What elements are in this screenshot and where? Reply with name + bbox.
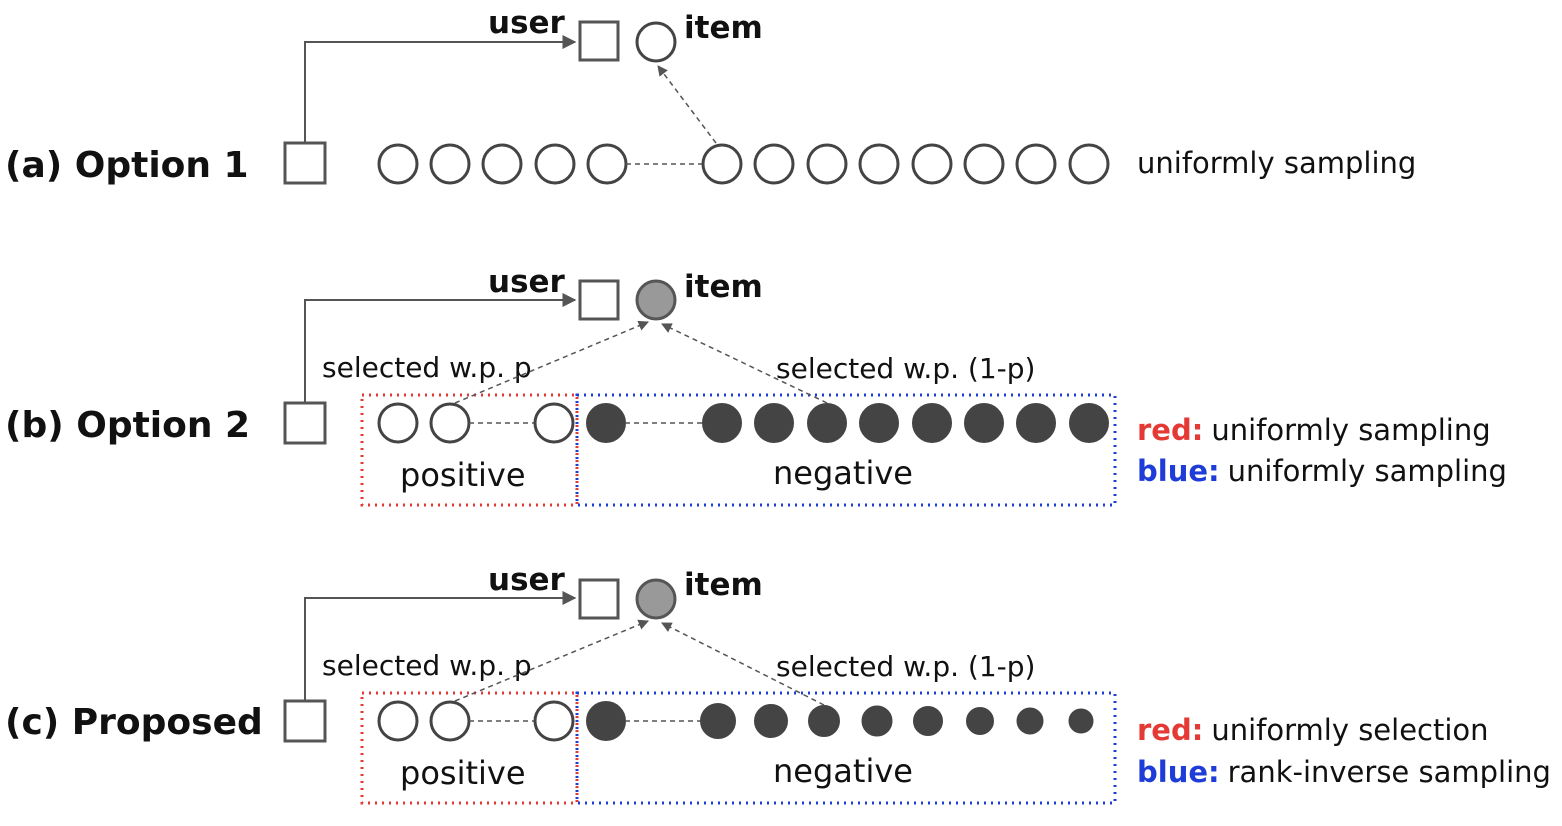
pos-sample-arrow-b xyxy=(454,320,649,404)
target-user-square-a xyxy=(578,20,620,62)
user-arrow-b xyxy=(304,293,577,403)
item-node xyxy=(377,143,419,185)
legend-blue-key-c: blue: xyxy=(1137,755,1220,789)
negative-box-c xyxy=(575,691,1117,805)
negative-node xyxy=(1069,403,1109,443)
negative-box-b xyxy=(575,393,1117,507)
row-b: (b) Option 2 user item selected w.p. p s… xyxy=(5,264,1507,507)
negative-node xyxy=(1016,707,1044,735)
positive-box-b xyxy=(360,393,579,507)
legend-red-b: red:uniformly sampling xyxy=(1137,413,1491,447)
negative-node xyxy=(754,403,794,443)
negative-label-c: negative xyxy=(773,752,913,790)
negative-node xyxy=(861,705,893,737)
user-arrow-a xyxy=(304,35,577,143)
item-node xyxy=(1015,143,1057,185)
legend-blue-key-b: blue: xyxy=(1137,454,1220,488)
legend-red-key-c: red: xyxy=(1137,713,1203,747)
item-node xyxy=(429,143,471,185)
negative-node xyxy=(700,703,736,739)
positive-items-b xyxy=(377,402,575,444)
negative-node xyxy=(912,403,952,443)
row-a-title: (a) Option 1 xyxy=(5,145,249,186)
item-label-b: item xyxy=(684,269,763,305)
item-node xyxy=(481,143,523,185)
selected-pos-label-b: selected w.p. p xyxy=(322,351,532,384)
item-label-a: item xyxy=(684,10,763,46)
positive-node xyxy=(377,402,419,444)
selected-pos-label-c: selected w.p. p xyxy=(322,649,532,682)
user-arrow-c xyxy=(304,591,577,701)
item-node xyxy=(586,143,628,185)
target-user-square-c xyxy=(578,578,620,620)
sample-arrow-a xyxy=(657,65,717,144)
negative-node xyxy=(1016,403,1056,443)
side-note-a: uniformly sampling xyxy=(1137,146,1416,180)
user-label-c: user xyxy=(488,562,566,598)
negative-node xyxy=(702,403,742,443)
neg-sample-arrow-b xyxy=(661,323,828,404)
positive-node xyxy=(533,402,575,444)
user-label-a: user xyxy=(488,5,566,41)
negative-node xyxy=(1068,708,1094,734)
positive-items-c xyxy=(377,700,575,742)
legend-blue-text-b: uniformly sampling xyxy=(1228,454,1507,488)
target-user-square-b xyxy=(578,279,620,321)
positive-node xyxy=(429,402,471,444)
target-item-circle-a xyxy=(635,21,677,63)
negative-node xyxy=(808,705,840,737)
row-c-title: (c) Proposed xyxy=(5,702,263,743)
neg-sample-arrow-c xyxy=(661,622,825,706)
legend-red-text-b: uniformly sampling xyxy=(1211,413,1490,447)
positive-label-c: positive xyxy=(400,754,526,792)
negative-node xyxy=(754,704,788,738)
item-node xyxy=(534,143,576,185)
positive-node xyxy=(377,700,419,742)
positive-node xyxy=(533,700,575,742)
legend-red-c: red:uniformly selection xyxy=(1137,713,1489,747)
negative-items-b xyxy=(586,403,1109,443)
negative-node xyxy=(964,403,1004,443)
negative-label-b: negative xyxy=(773,454,913,492)
user-square-c xyxy=(283,699,327,743)
positive-box-c xyxy=(360,691,579,805)
target-item-circle-c xyxy=(635,578,677,620)
item-circles-a xyxy=(377,143,1110,185)
row-c: (c) Proposed user item selected w.p. p s… xyxy=(5,562,1551,805)
item-node xyxy=(1068,143,1110,185)
target-item-circle-b xyxy=(635,279,677,321)
positive-node xyxy=(429,700,471,742)
row-a: (a) Option 1 user item uniformly samplin… xyxy=(5,5,1416,186)
user-label-b: user xyxy=(488,264,566,300)
negative-node xyxy=(859,403,899,443)
selected-neg-label-c: selected w.p. (1-p) xyxy=(776,650,1035,683)
legend-blue-text-c: rank-inverse sampling xyxy=(1228,755,1551,789)
legend-blue-c: blue:rank-inverse sampling xyxy=(1137,755,1551,789)
item-node xyxy=(911,143,953,185)
legend-red-key-b: red: xyxy=(1137,413,1203,447)
negative-node xyxy=(586,403,626,443)
item-node xyxy=(858,143,900,185)
pos-sample-arrow-c xyxy=(454,619,649,702)
negative-node xyxy=(807,403,847,443)
user-square-a xyxy=(283,141,327,185)
item-node xyxy=(753,143,795,185)
negative-items-c xyxy=(586,701,1094,741)
negative-node xyxy=(586,701,626,741)
item-label-c: item xyxy=(684,567,763,603)
legend-blue-b: blue:uniformly sampling xyxy=(1137,454,1507,488)
legend-red-text-c: uniformly selection xyxy=(1211,713,1488,747)
item-node xyxy=(701,143,743,185)
negative-node xyxy=(966,707,994,735)
item-node xyxy=(963,143,1005,185)
selected-neg-label-b: selected w.p. (1-p) xyxy=(776,352,1035,385)
positive-label-b: positive xyxy=(400,456,526,494)
user-square-b xyxy=(283,401,327,445)
item-node xyxy=(806,143,848,185)
negative-node xyxy=(913,706,943,736)
row-b-title: (b) Option 2 xyxy=(5,405,250,446)
